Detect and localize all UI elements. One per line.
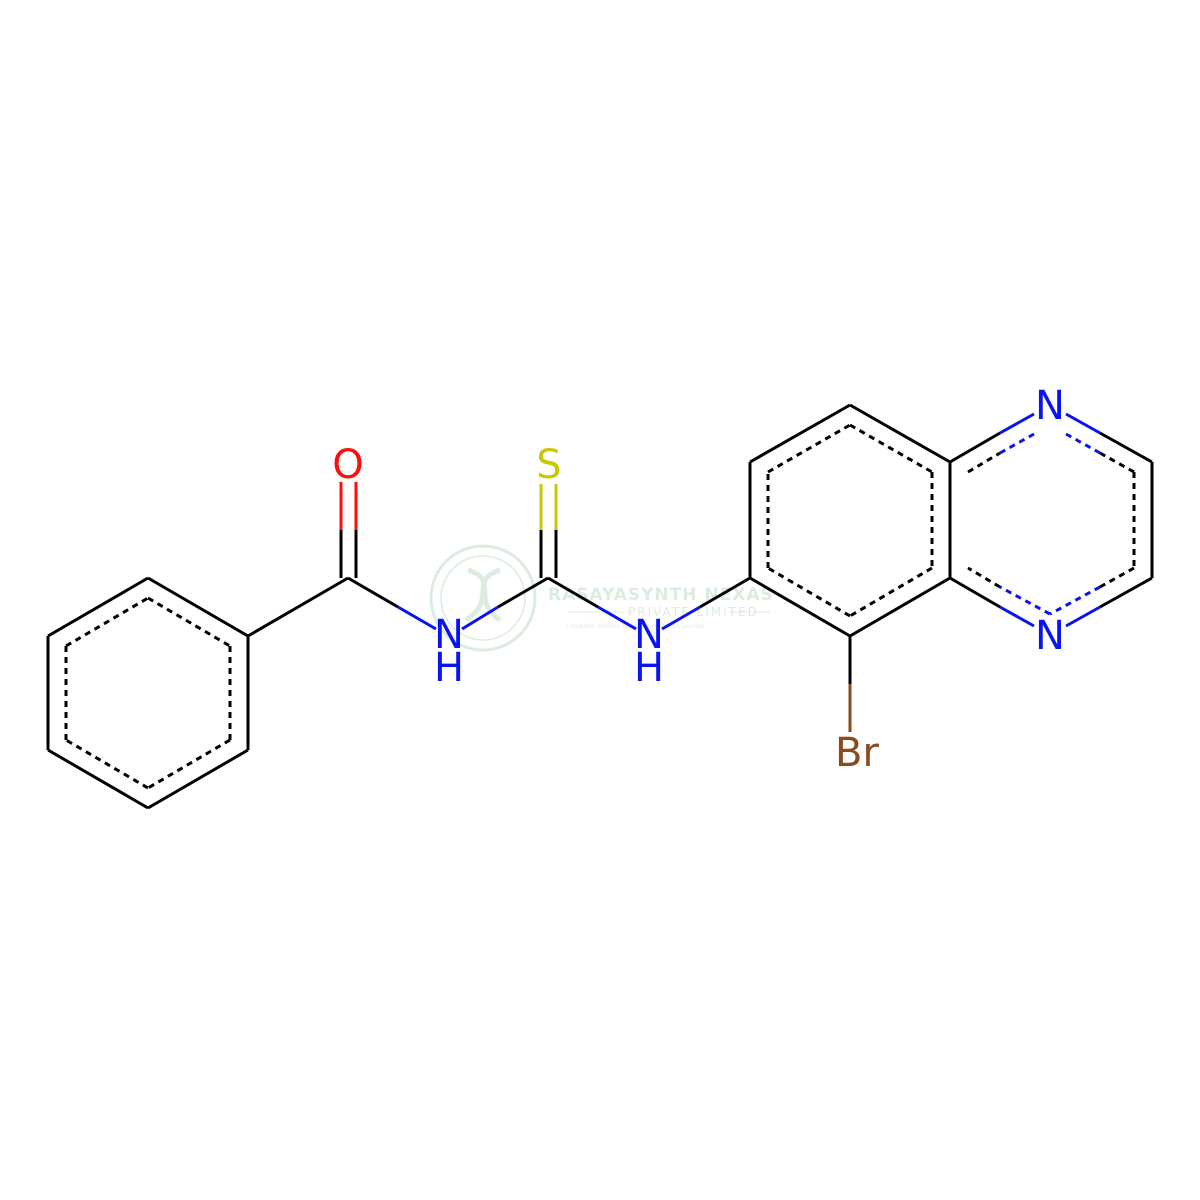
atom-thioamide-nitrogen: N [634, 612, 664, 658]
bond-cs-nh-blue [597, 605, 637, 631]
bond-cs-nh-black [547, 576, 599, 609]
atom-pyrazine-n1: N [1035, 383, 1065, 429]
aromatic-bond [1099, 451, 1135, 474]
aromatic-bond [1099, 566, 1135, 589]
bond-nh-cs-blue [461, 605, 499, 631]
aromatic-bond [767, 423, 851, 474]
aromatic-bond [967, 451, 1001, 474]
bond-pyr-n1-c2-black [1099, 431, 1153, 464]
aromatic-bond [65, 596, 149, 648]
aromatic-bond [147, 738, 231, 790]
bond-pyr-c8a-n1-blue [999, 412, 1035, 435]
atom-amide-nitrogen: N [434, 612, 464, 658]
bond-c-nh-blue [397, 605, 437, 631]
atom-labels: O S N H N H N N Br [332, 383, 1065, 776]
bond-pyr-n4-c4a-black [949, 576, 1001, 609]
aromatic-bond [1049, 585, 1101, 616]
bond-benzene-6 [47, 576, 149, 638]
benzene-aromatic-inner [64, 596, 232, 790]
watermark-tagline: Complete solution for every chemist's jo… [566, 623, 705, 630]
bond-benzene-1 [147, 576, 249, 638]
bond-quin-6 [749, 576, 851, 638]
quinoxaline-benzo-aromatic [766, 423, 934, 618]
atom-amide-hydrogen: H [434, 645, 464, 691]
atom-sulfur: S [536, 442, 561, 488]
bond-pyr-c3-n4-blue [1065, 605, 1101, 628]
bond-nh-ring-blue [661, 605, 701, 631]
watermark-logo-inner-ring [440, 555, 526, 641]
bond-pyr-n4-c4a-blue [999, 605, 1035, 628]
bond-benzene-4 [47, 748, 149, 810]
bond-pyr-c3-n4-black [1099, 576, 1153, 609]
atom-oxygen: O [332, 442, 363, 488]
atom-pyrazine-n4: N [1035, 613, 1065, 659]
aromatic-bond [65, 738, 149, 790]
watermark-logo-helix [467, 567, 502, 623]
bond-quin-3 [849, 403, 951, 464]
aromatic-bond [147, 596, 231, 648]
aromatic-bond [967, 566, 1001, 589]
watermark-logo-ring [429, 544, 537, 652]
watermark-title: RASAYASYNTH NEXAS [548, 585, 774, 605]
aromatic-bond [1065, 432, 1101, 455]
bond-c-nh-black [347, 576, 399, 609]
aromatic-bond [849, 566, 933, 618]
bond-nh-cs-black [497, 576, 549, 609]
watermark: RASAYASYNTH NEXAS PRIVATE LIMITED Comple… [429, 544, 774, 652]
atom-bromine: Br [835, 730, 879, 776]
bonds [46, 403, 1154, 810]
atom-thioamide-hydrogen: H [634, 645, 664, 691]
bond-phenyl-carbonyl [247, 576, 349, 638]
aromatic-bond [999, 585, 1051, 616]
bond-quin-5 [849, 576, 951, 638]
watermark-logo-helix-2 [464, 567, 501, 623]
bond-pyr-c8a-n1-black [949, 431, 1001, 464]
bond-nh-ring-black [699, 576, 751, 609]
bond-pyr-n1-c2-blue [1065, 412, 1101, 435]
aromatic-bond [767, 566, 851, 618]
aromatic-bond [999, 432, 1035, 455]
bond-benzene-3 [147, 748, 249, 810]
bond-quin-2 [749, 403, 851, 464]
aromatic-bond [849, 423, 933, 474]
pyrazine-aromatic-inner [967, 432, 1136, 616]
